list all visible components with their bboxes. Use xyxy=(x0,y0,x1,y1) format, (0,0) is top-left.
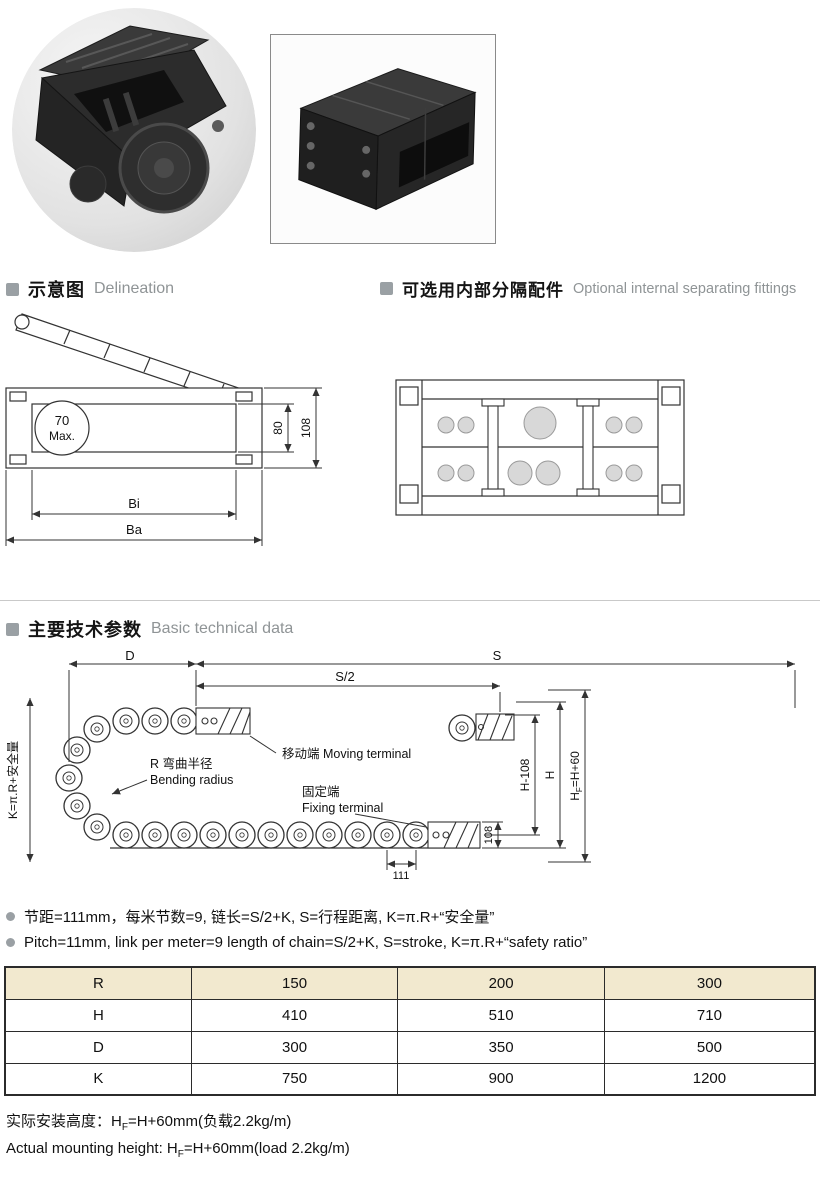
dim-s-label: S xyxy=(493,650,502,663)
section-divider xyxy=(0,600,820,601)
dimension-lines xyxy=(5,387,322,546)
table-row-r: R 150 200 300 xyxy=(4,966,816,1000)
section-bullet-icon xyxy=(380,282,393,295)
mounting-height-sub: F xyxy=(177,1149,184,1160)
chain-bottom-run xyxy=(112,821,430,849)
section-delineation-title-en: Delineation xyxy=(94,280,175,297)
moving-terminal-block xyxy=(195,707,251,735)
dim-h108-label: H-108 xyxy=(518,758,532,791)
section-technical-header: 主要技术参数 Basic technical data xyxy=(6,616,293,642)
table-cell: R xyxy=(4,966,192,1000)
dim-s2-label: S/2 xyxy=(335,669,355,684)
max-cable-label-line2: Max. xyxy=(49,429,75,443)
vertical-separators xyxy=(481,398,600,497)
mounting-height-cn-post: =H+60mm(负载2.2kg/m) xyxy=(127,1113,292,1130)
section-technical-title-cn: 主要技术参数 xyxy=(28,620,142,640)
delineation-drawing: 70 Max. 80 108 Bi Ba xyxy=(5,313,322,546)
fixing-terminal-label-cn: 固定端 xyxy=(302,784,340,799)
table-cell: 150 xyxy=(190,966,399,1000)
section-separating-title-cn: 可选用内部分隔配件 xyxy=(402,281,564,300)
dim-outer-height-label: 108 xyxy=(299,418,313,438)
technical-data-table: R 150 200 300 H 410 510 710 D 300 350 50… xyxy=(4,966,816,1096)
max-cable-label-line1: 70 xyxy=(55,413,69,428)
product-photo-assembly xyxy=(270,34,496,244)
cable-diameter-circle: 70 Max. xyxy=(34,400,90,456)
section-bullet-icon xyxy=(6,282,19,296)
table-cell: H xyxy=(4,998,192,1032)
note-bullet-icon xyxy=(6,938,15,947)
cable-chain-assembly-illustration xyxy=(271,35,495,243)
technical-diagram: D S S/2 移动端 Moving terminal R 弯曲半径 Bendi… xyxy=(5,650,796,882)
table-cell: 510 xyxy=(397,998,605,1032)
fixing-terminal-block xyxy=(427,821,481,849)
section-separating-header: 可选用内部分隔配件 Optional internal separating f… xyxy=(380,276,796,301)
chain-top-run xyxy=(112,707,198,735)
note-bullet-icon xyxy=(6,912,15,921)
dim-outer-width-label: Ba xyxy=(126,522,143,537)
separator-fittings-drawing xyxy=(395,379,685,516)
note-cn: 节距=111mm，每米节数=9, 链长=S/2+K, S=行程距离, K=π.R… xyxy=(6,906,494,927)
note-en-text: Pitch=11mm, link per meter=9 length of c… xyxy=(24,934,588,951)
cable-circles xyxy=(437,406,643,486)
mounting-height-note-cn: 实际安装高度：HF=H+60mm(负载2.2kg/m) xyxy=(6,1110,292,1133)
dim-inner-height-label: 80 xyxy=(271,421,285,435)
section-delineation-header: 示意图 Delineation xyxy=(6,276,174,302)
table-cell: 410 xyxy=(190,998,399,1032)
bending-radius-label-en: Bending radius xyxy=(150,773,233,787)
table-cell: 350 xyxy=(397,1030,605,1064)
mounting-height-en-post: =H+60mm(load 2.2kg/m) xyxy=(183,1140,350,1157)
section-technical-title-en: Basic technical data xyxy=(151,620,294,637)
mounting-height-cn-pre: 实际安装高度：H xyxy=(6,1113,122,1130)
dim-hf-label: HF=H+60 xyxy=(568,751,584,801)
note-en: Pitch=11mm, link per meter=9 length of c… xyxy=(6,934,587,951)
cable-chain-closeup-illustration xyxy=(12,8,256,252)
table-cell: 710 xyxy=(603,998,816,1032)
dimension-lines xyxy=(26,660,796,870)
table-row-k: K 750 900 1200 xyxy=(4,1062,816,1096)
note-cn-text: 节距=111mm，每米节数=9, 链长=S/2+K, S=行程距离, K=π.R… xyxy=(24,909,495,926)
table-cell: 1200 xyxy=(603,1062,816,1096)
separator-frame xyxy=(395,379,685,516)
bending-radius-label-cn: R 弯曲半径 xyxy=(150,756,213,771)
table-cell: K xyxy=(4,1062,192,1096)
mounting-height-en-pre: Actual mounting height: H xyxy=(6,1140,178,1157)
dim-d-label: D xyxy=(125,650,134,663)
dim-108-label: 108 xyxy=(483,826,495,844)
dim-111-label: 111 xyxy=(393,870,410,882)
table-row-d: D 300 350 500 xyxy=(4,1030,816,1064)
table-cell: 300 xyxy=(190,1030,399,1064)
k-formula-label: K=π.R+安全量 xyxy=(5,741,20,819)
table-cell: 200 xyxy=(397,966,605,1000)
table-cell: D xyxy=(4,1030,192,1064)
chain-curve xyxy=(55,715,111,841)
moving-terminal-label: 移动端 Moving terminal xyxy=(282,747,411,761)
table-cell: 900 xyxy=(397,1062,605,1096)
table-cell: 750 xyxy=(190,1062,399,1096)
section-bullet-icon xyxy=(6,622,19,636)
fixing-terminal-label-en: Fixing terminal xyxy=(302,801,383,815)
table-row-h: H 410 510 710 xyxy=(4,998,816,1032)
mounting-height-sub: F xyxy=(121,1122,128,1133)
table-cell: 500 xyxy=(603,1030,816,1064)
mounting-height-note-en: Actual mounting height: HF=H+60mm(load 2… xyxy=(6,1140,350,1160)
dim-inner-width-label: Bi xyxy=(128,496,140,511)
moving-terminal-far-detail xyxy=(448,713,515,742)
product-photo-closeup xyxy=(12,8,256,252)
link-body-profile xyxy=(5,387,263,469)
section-delineation-title-cn: 示意图 xyxy=(28,280,85,300)
table-cell: 300 xyxy=(603,966,816,1000)
dim-h-label: H xyxy=(543,771,557,780)
section-separating-title-en: Optional internal separating fittings xyxy=(573,280,797,297)
